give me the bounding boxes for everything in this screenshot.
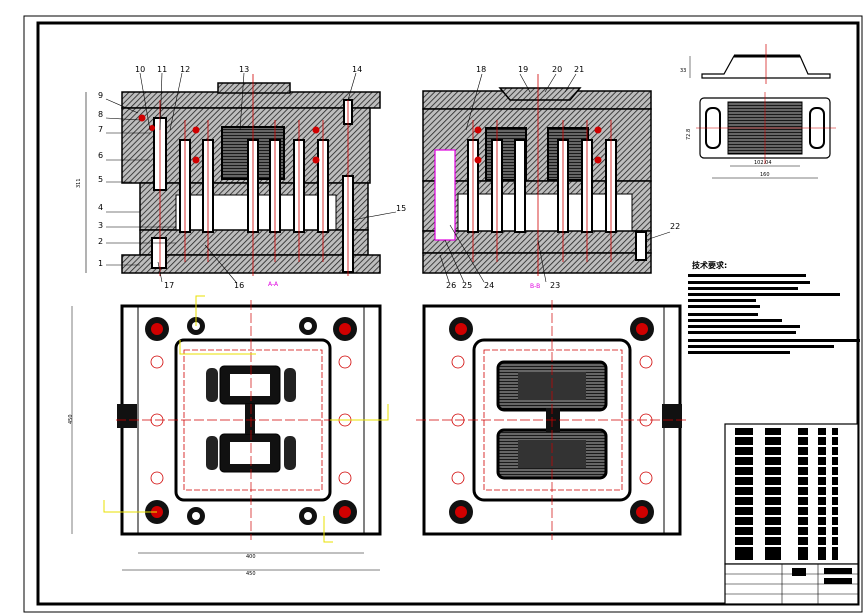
right-part-numbers: 18 19 20 21 22 23 24 25 26 B-B	[446, 65, 680, 290]
right-section-callouts	[439, 73, 671, 283]
tech-requirements-heading: 技术要求:	[692, 260, 727, 270]
part-label-18: 18	[476, 65, 486, 74]
part-depth-dimension: 33	[680, 68, 686, 74]
technical-requirements: 技术要求:	[688, 260, 860, 354]
part-label-24: 24	[484, 281, 494, 290]
part-label-14: 14	[352, 65, 362, 74]
part-label-16: 16	[234, 281, 244, 290]
part-label-19: 19	[518, 65, 528, 74]
part-detail-top-view: 160 102.04 72.8	[686, 92, 836, 179]
part-label-1: 1	[98, 259, 103, 268]
part-label-17: 17	[164, 281, 174, 290]
part-width-dimension: 160	[760, 172, 770, 178]
overall-width-dimension: 450	[246, 571, 256, 577]
part-label-3: 3	[98, 221, 103, 230]
section-height-dimension: 311	[76, 178, 82, 188]
left-section-view	[121, 74, 381, 276]
part-label-2: 2	[98, 237, 103, 246]
part-label-6: 6	[98, 151, 103, 160]
part-label-21: 21	[574, 65, 584, 74]
part-detail-side-view: 33	[680, 44, 831, 84]
part-label-26: 26	[446, 281, 456, 290]
view-label-b: B-B	[530, 283, 540, 290]
left-plan-view: 400 450 450	[68, 295, 389, 577]
part-label-10: 10	[135, 65, 145, 74]
part-label-15: 15	[396, 204, 406, 213]
inner-border	[36, 21, 860, 606]
plate-width-dimension: 400	[246, 554, 256, 560]
part-label-11: 11	[157, 65, 167, 74]
part-label-13: 13	[239, 65, 249, 74]
right-section-view	[422, 74, 652, 276]
title-block	[724, 563, 859, 605]
part-label-22: 22	[670, 222, 680, 231]
part-label-4: 4	[98, 203, 103, 212]
parts-list-table	[724, 423, 859, 565]
part-label-23: 23	[550, 281, 560, 290]
right-plan-view	[416, 300, 686, 540]
left-part-numbers: 1 2 3 4 5 6 7 8 9 10 11 12 13 14 15 16 1…	[76, 65, 406, 290]
part-inner-dimension: 102.04	[754, 160, 772, 166]
part-label-8: 8	[98, 110, 103, 119]
part-small-dimension: 72.8	[686, 129, 692, 140]
part-label-5: 5	[98, 175, 103, 184]
part-label-9: 9	[98, 91, 103, 100]
view-label-a: A-A	[268, 281, 279, 288]
overall-height-dimension: 450	[68, 414, 74, 424]
part-label-7: 7	[98, 125, 103, 134]
part-label-25: 25	[462, 281, 472, 290]
part-label-20: 20	[552, 65, 562, 74]
part-label-12: 12	[180, 65, 190, 74]
left-section-callouts	[105, 72, 397, 283]
